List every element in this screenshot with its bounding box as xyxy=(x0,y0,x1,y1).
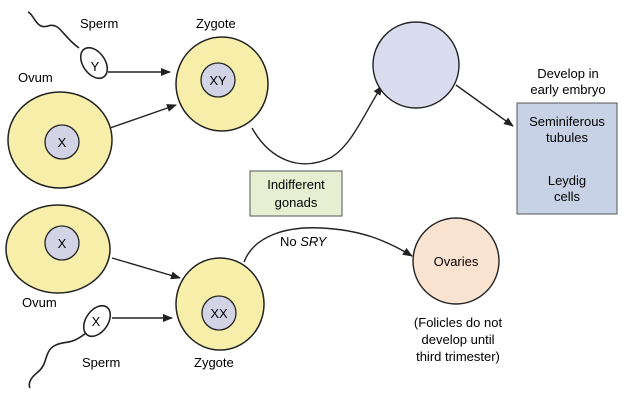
sperm-bottom-head xyxy=(82,304,112,338)
indifferent-gonads-line1: Indifferent xyxy=(267,177,325,192)
ovum-top-label: Ovum xyxy=(18,70,53,85)
leydig-label-line2: cells xyxy=(554,189,581,204)
indifferent-gonads-background xyxy=(249,170,343,217)
sperm-bottom-chromosome-label: X xyxy=(92,314,101,329)
ovaries-circle xyxy=(412,217,500,305)
arrow-zygote-to-gonad xyxy=(251,85,383,165)
zygote-top-label: Zygote xyxy=(196,16,236,31)
no-sry-prefix: No xyxy=(280,234,300,249)
sperm-top-label: Sperm xyxy=(80,16,118,31)
zygote-top-nucleus xyxy=(200,62,236,98)
indifferent-gonads-box: Indifferent gonads xyxy=(249,170,343,217)
sperm-top-cell: Y xyxy=(27,11,109,80)
zygote-top-cell: XY xyxy=(175,36,269,132)
arrow-gonad-to-testis-box xyxy=(455,84,514,127)
ovaries-node: Ovaries xyxy=(412,217,500,305)
sperm-top-tail xyxy=(27,11,80,49)
ovum-bottom-cell: X xyxy=(5,204,111,294)
follicles-note-line3: third trimester) xyxy=(416,349,500,364)
seminiferous-label-line1: Seminiferous xyxy=(529,114,605,129)
zygote-bottom-chromosome-label: XX xyxy=(210,306,228,321)
testis-box-background xyxy=(516,102,618,215)
no-sry-gene: SRY xyxy=(300,234,328,249)
sperm-bottom-label: Sperm xyxy=(82,355,120,370)
ovum-top-chromosome-label: X xyxy=(58,135,67,150)
sperm-bottom-tail xyxy=(28,332,87,389)
seminiferous-label-line2: tubules xyxy=(546,130,588,145)
developing-testis-circle xyxy=(372,21,460,109)
develop-label-line1: Develop in xyxy=(537,66,598,81)
sperm-bottom-cell: X xyxy=(28,304,112,389)
zygote-bottom-cell: XX xyxy=(175,257,265,351)
indifferent-gonads-line2: gonads xyxy=(275,195,318,210)
ovum-top-nucleus xyxy=(44,124,80,160)
zygote-bottom-nucleus xyxy=(201,295,237,331)
arrow-zygote-to-ovaries xyxy=(243,227,413,263)
ovum-bottom-nucleus xyxy=(44,225,80,261)
zygote-top-chromosome-label: XY xyxy=(209,73,227,88)
ovum-bottom-chromosome-label: X xyxy=(58,236,67,251)
testis-structures-box: Seminiferous tubules Leydig cells xyxy=(516,102,618,215)
sperm-top-chromosome-label: Y xyxy=(91,59,100,74)
ovum-bottom-label: Ovum xyxy=(22,295,57,310)
ovum-top-cell: X xyxy=(7,91,113,189)
sperm-top-head xyxy=(79,46,109,80)
zygote-bottom-label: Zygote xyxy=(194,355,234,370)
ovaries-label: Ovaries xyxy=(434,254,479,269)
follicles-note-line1: (Folicles do not xyxy=(414,315,503,330)
no-sry-label: No SRY xyxy=(280,234,328,249)
arrow-ovum-to-zygote-bottom xyxy=(111,257,181,280)
develop-label-line2: early embryo xyxy=(530,82,605,97)
arrow-ovum-to-zygote-top xyxy=(109,104,177,129)
leydig-label-line1: Leydig xyxy=(548,173,586,188)
follicles-note-line2: develop until xyxy=(422,332,495,347)
